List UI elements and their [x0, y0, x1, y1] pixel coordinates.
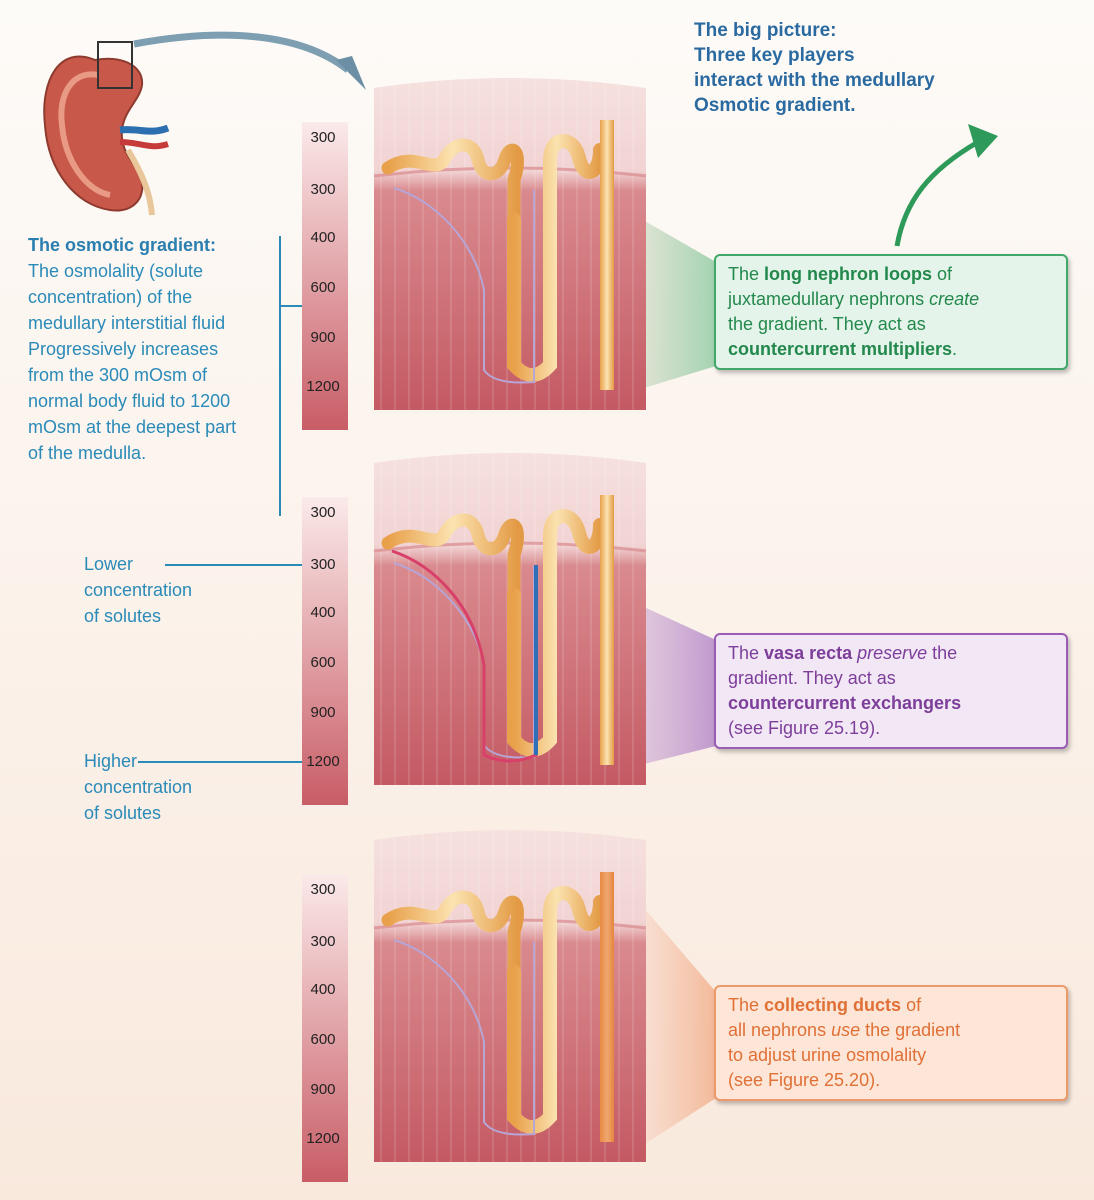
osmolality-scale-bar [302, 497, 348, 805]
osmotic-line: mOsm at the deepest part [28, 417, 237, 437]
big-picture-line: interact with the medullary [694, 70, 935, 91]
kidney-icon [43, 41, 170, 216]
box-italic-text: use [831, 1020, 861, 1040]
lower-label-line: Lower [84, 554, 134, 574]
box-text: . [952, 339, 958, 359]
box-bold-text: vasa recta [764, 643, 853, 663]
box-text: to adjust urine osmolality [728, 1045, 927, 1065]
scale-tick-label: 900 [310, 704, 336, 721]
box-text: The [728, 264, 765, 284]
big-picture-line: Osmotic gradient. [694, 95, 856, 116]
big-picture-line: The big picture: [694, 20, 837, 41]
box-bold-text: countercurrent exchangers [728, 693, 962, 713]
osmolality-scale-bar [302, 122, 348, 430]
box-text: The [728, 995, 765, 1015]
big-picture-heading: The big picture: Three key players inter… [694, 18, 1024, 118]
box-italic-text: create [929, 289, 980, 309]
box-text: the gradient [860, 1020, 961, 1040]
scale-tick-label: 300 [310, 881, 336, 898]
box-bold-text: countercurrent multipliers [728, 339, 953, 359]
big-picture-line: Three key players [694, 45, 855, 66]
osmotic-line: of the medulla. [28, 443, 147, 463]
osmotic-line: The osmolality (solute [28, 261, 204, 281]
box-text: (see Figure 25.20). [728, 1070, 881, 1090]
lower-label-line: concentration [84, 580, 193, 600]
box-text: the gradient. They act as [728, 314, 926, 334]
scale-tick-label: 900 [310, 1081, 336, 1098]
medulla-panel [373, 453, 647, 785]
lower-concentration-label: Lower concentration of solutes [84, 551, 192, 629]
box-text: gradient. They act as [728, 668, 896, 688]
osmotic-line: from the 300 mOsm of [28, 365, 208, 385]
scale-tick-label: 600 [310, 1031, 336, 1048]
scale-tick-label: 900 [310, 329, 336, 346]
osmotic-gradient-heading: The osmotic gradient: [28, 235, 217, 255]
scale-tick-label: 1200 [306, 378, 340, 395]
green-arrow-icon [894, 124, 998, 247]
collecting-ducts-box: The collecting ducts of all nephrons use… [714, 985, 1068, 1101]
box-text: all nephrons [728, 1020, 832, 1040]
gradient-bracket [138, 236, 303, 763]
medulla-panel [373, 830, 647, 1162]
scale-tick-label: 400 [310, 604, 336, 621]
osmotic-line: normal body fluid to 1200 [28, 391, 231, 411]
higher-label-line: Higher [84, 751, 138, 771]
long-nephron-loops-box: The long nephron loops of juxtamedullary… [714, 254, 1068, 370]
box-text: of [932, 264, 953, 284]
scale-tick-label: 400 [310, 981, 336, 998]
box-bold-text: long nephron loops [764, 264, 933, 284]
scale-tick-label: 600 [310, 279, 336, 296]
higher-label-line: of solutes [84, 803, 162, 823]
scale-tick-label: 300 [310, 556, 336, 573]
osmotic-line: medullary interstitial fluid [28, 313, 226, 333]
scale-tick-label: 300 [310, 933, 336, 950]
higher-concentration-label: Higher concentration of solutes [84, 748, 192, 826]
box-text: (see Figure 25.19). [728, 718, 881, 738]
box-italic-text: preserve [857, 643, 928, 663]
scale-tick-label: 1200 [306, 1130, 340, 1147]
scale-tick-label: 600 [310, 654, 336, 671]
vasa-recta-box: The vasa recta preserve the gradient. Th… [714, 633, 1068, 749]
lower-label-line: of solutes [84, 606, 162, 626]
scale-tick-label: 400 [310, 229, 336, 246]
box-text: the [927, 643, 958, 663]
scale-tick-label: 300 [310, 181, 336, 198]
osmotic-gradient-text: The osmotic gradient: The osmolality (so… [28, 232, 288, 466]
scale-tick-label: 1200 [306, 753, 340, 770]
box-text: The [728, 643, 765, 663]
box-bold-text: collecting ducts [764, 995, 902, 1015]
curved-arrow-icon [133, 31, 366, 90]
medulla-panel [373, 78, 647, 410]
osmotic-line: concentration) of the [28, 287, 193, 307]
osmotic-line: Progressively increases [28, 339, 219, 359]
box-text: juxtamedullary nephrons [728, 289, 930, 309]
box-text: of [901, 995, 922, 1015]
osmolality-scale-bar [302, 874, 348, 1182]
scale-tick-label: 300 [310, 129, 336, 146]
scale-tick-label: 300 [310, 504, 336, 521]
higher-label-line: concentration [84, 777, 193, 797]
